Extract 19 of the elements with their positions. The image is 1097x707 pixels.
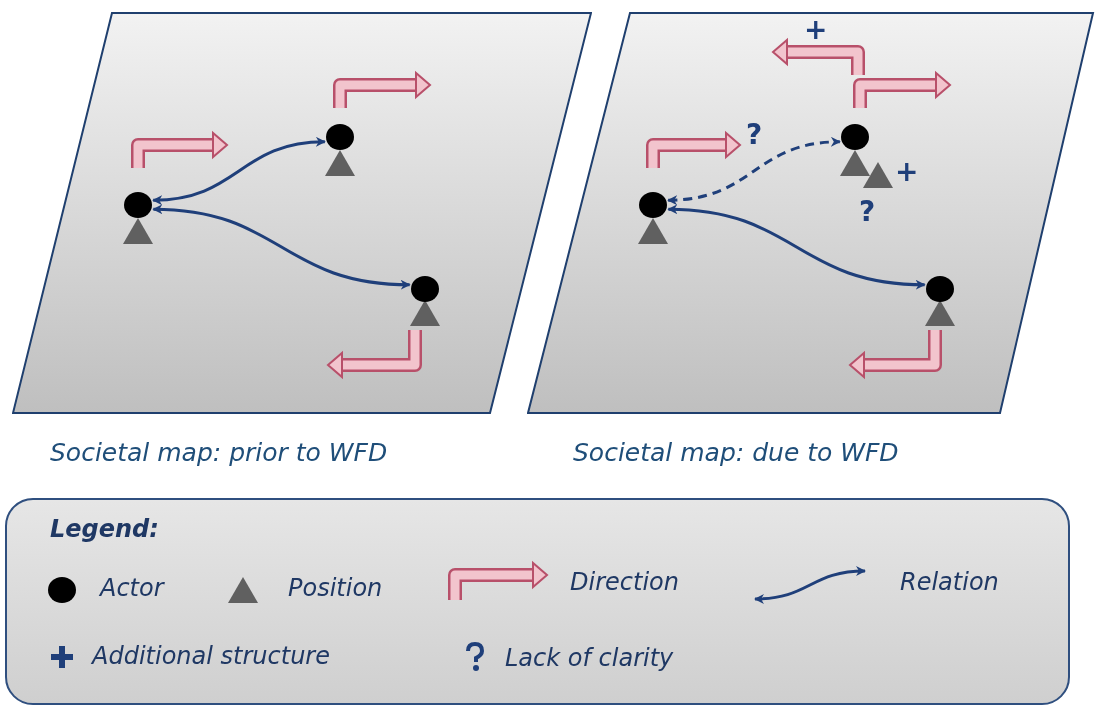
map-panel (12, 12, 592, 414)
legend-label: Lack of clarity (505, 644, 674, 672)
map-caption: Societal map: prior to WFD (50, 438, 388, 467)
question-mark: ? (859, 198, 876, 226)
edge-label: ? (746, 121, 763, 149)
plus-sign: + (804, 16, 828, 44)
map-caption: Societal map: due to WFD (573, 438, 899, 467)
legend-label: Additional structure (92, 642, 330, 670)
map-panel (527, 12, 1097, 414)
relation-arrow (667, 204, 926, 290)
relation-arrow (152, 204, 411, 290)
legend-label: Relation (900, 568, 999, 596)
legend-label: Direction (570, 568, 679, 596)
legend-label: Actor (100, 574, 164, 602)
legend-title: Legend: (50, 515, 159, 543)
plus-sign: + (895, 158, 919, 186)
legend-label: Position (288, 574, 383, 602)
relation-arrow (152, 137, 326, 205)
relation-arrow (667, 137, 841, 205)
